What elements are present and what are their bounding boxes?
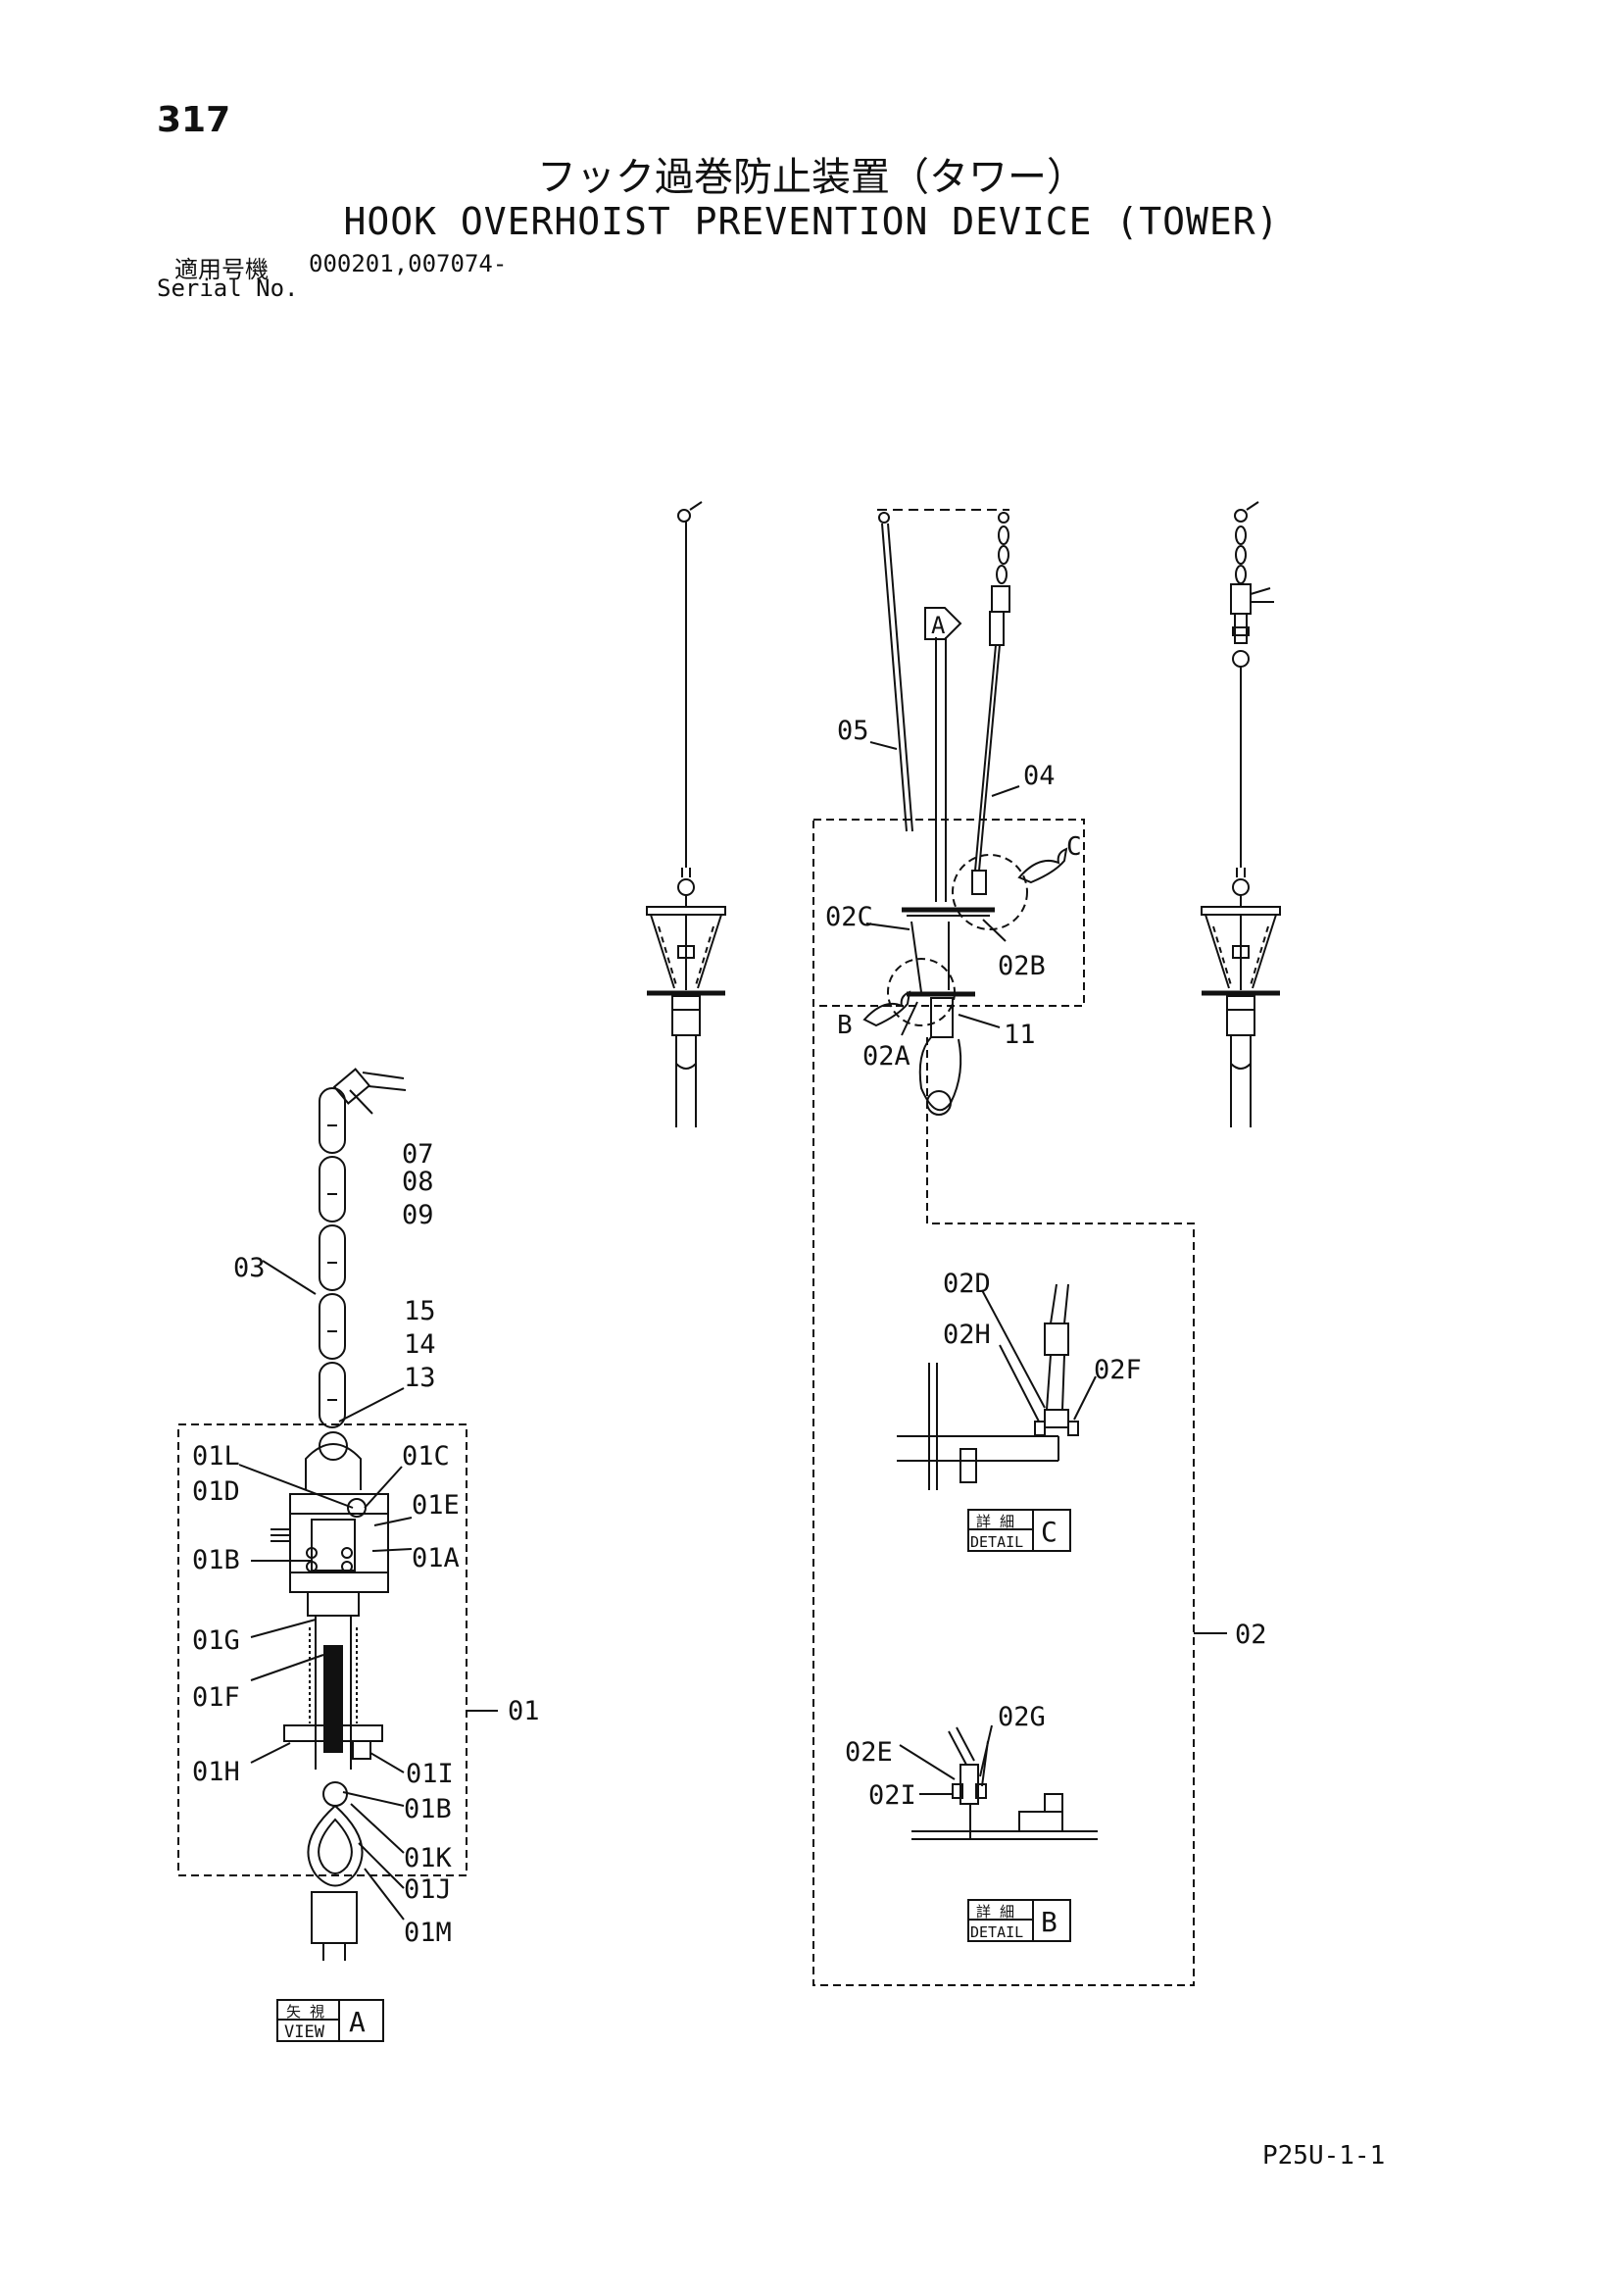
callout-01g: 01G	[192, 1625, 240, 1656]
callout-14: 14	[404, 1329, 436, 1360]
detail-c-letter: C	[1041, 1516, 1057, 1548]
callout-01d: 01D	[192, 1476, 240, 1507]
detail-c-en-label: DETAIL	[970, 1533, 1023, 1551]
detail-b-en-label: DETAIL	[970, 1923, 1023, 1941]
detail-arrow-c-label: C	[1066, 832, 1082, 862]
callout-02d: 02D	[943, 1269, 991, 1299]
detail-arrow-b-label: B	[837, 1011, 853, 1040]
left-side-view	[646, 501, 726, 1127]
callout-02g: 02G	[998, 1702, 1046, 1732]
callout-02f: 02F	[1094, 1355, 1142, 1385]
callout-02i: 02I	[868, 1780, 916, 1811]
callout-11: 11	[1004, 1020, 1036, 1050]
callout-02e: 02E	[845, 1737, 893, 1768]
detail-c-view: 詳 細 DETAIL C	[897, 1283, 1097, 1552]
callout-09: 09	[402, 1200, 434, 1230]
page-footer-code: P25U-1-1	[1262, 2141, 1386, 2171]
detail-b-view: 詳 細 DETAIL B	[899, 1724, 1098, 1942]
view-a-letter: A	[349, 2006, 366, 2038]
right-side-view	[1201, 501, 1281, 1127]
detail-b-letter: B	[1041, 1906, 1057, 1938]
callout-01: 01	[508, 1696, 540, 1726]
callout-02a: 02A	[862, 1041, 910, 1072]
serial-label-english: Serial No.	[157, 275, 299, 302]
callout-04: 04	[1023, 761, 1056, 791]
callout-07: 07	[402, 1139, 434, 1170]
detail-c-jp-label: 詳 細	[976, 1513, 1014, 1530]
view-a-en-label: VIEW	[284, 2022, 325, 2042]
callout-15: 15	[404, 1296, 436, 1326]
front-view: A C B	[812, 509, 1195, 1986]
page-title-japanese: フック過巻防止装置（タワー）	[537, 155, 1086, 200]
callout-08: 08	[402, 1167, 434, 1197]
page-title-english: HOOK OVERHOIST PREVENTION DEVICE (TOWER)	[343, 200, 1280, 243]
view-arrow-a-label: A	[931, 612, 946, 639]
callout-01l: 01L	[192, 1441, 240, 1472]
callout-01e: 01E	[412, 1490, 460, 1521]
page-number: 317	[157, 100, 231, 140]
callout-05: 05	[837, 716, 869, 746]
callout-01i: 01I	[406, 1759, 454, 1789]
callout-02h: 02H	[943, 1320, 991, 1350]
callout-02b: 02B	[998, 951, 1046, 981]
callout-01c: 01C	[402, 1441, 450, 1472]
serial-numbers: 000201,007074-	[309, 250, 508, 277]
callout-01b-lower: 01B	[404, 1794, 452, 1824]
callout-01b: 01B	[192, 1545, 240, 1575]
callout-01h: 01H	[192, 1757, 240, 1787]
view-a-detail: 矢 視 VIEW A	[177, 1068, 498, 2042]
callout-13: 13	[404, 1363, 436, 1393]
callout-01a: 01A	[412, 1543, 460, 1573]
view-a-jp-label: 矢 視	[286, 2003, 324, 2021]
serial-label-japanese: 適用号機	[174, 256, 269, 283]
callout-03: 03	[233, 1253, 266, 1283]
callout-01k: 01K	[404, 1843, 453, 1873]
callout-02: 02	[1235, 1620, 1267, 1650]
callout-01m: 01M	[404, 1918, 452, 1948]
detail-b-jp-label: 詳 細	[976, 1903, 1014, 1921]
callout-labels: 05 04 02C 02B 02A 11 07 08 09 03 15 14 1…	[192, 716, 1267, 1948]
callout-01f: 01F	[192, 1682, 240, 1713]
callout-02c: 02C	[825, 902, 873, 932]
callout-01j: 01J	[404, 1874, 452, 1905]
